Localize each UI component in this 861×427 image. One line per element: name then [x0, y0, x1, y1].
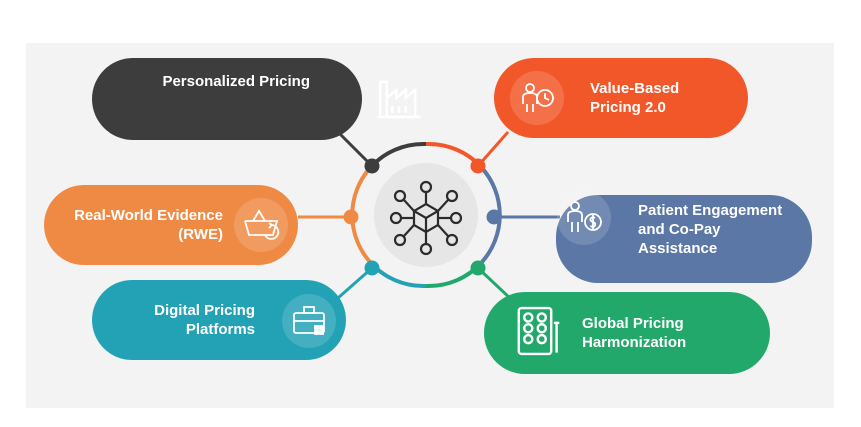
factory-icon [373, 72, 427, 126]
dot-green [470, 260, 486, 276]
spoke-green [476, 266, 514, 302]
spoke-teal [337, 266, 373, 300]
dot-teal [364, 260, 380, 276]
pill-personalized-pricing: Personalized Pricing [92, 58, 421, 140]
pill-label: Patient Engagement and Co-Pay Assistance [638, 202, 783, 257]
pill-label: Value-Based Pricing 2.0 [590, 80, 680, 116]
briefcase-icon [282, 294, 336, 348]
pill-value-based-pricing: Value-Based Pricing 2.0 [494, 58, 748, 138]
person-dollar-icon [557, 191, 611, 245]
spoke-dark [334, 128, 374, 168]
pill-global-pricing-harmonization: Global Pricing Harmonization [484, 292, 770, 374]
dot-slate [486, 209, 502, 225]
spoke-orange-red [476, 131, 510, 167]
pill-label: Personalized Pricing [162, 73, 310, 90]
pill-tablet-icon [508, 304, 562, 358]
dot-dark [364, 158, 380, 174]
pill-label: Real-World Evidence (RWE) [74, 207, 223, 243]
pill-label: Digital Pricing Platforms [154, 302, 255, 338]
pill-real-world-evidence: Real-World Evidence (RWE) [44, 185, 298, 265]
network-cube-icon [389, 180, 463, 256]
pill-patient-engagement: Patient Engagement and Co-Pay Assistance [556, 191, 812, 283]
pill-label: Global Pricing Harmonization [582, 315, 687, 351]
person-clock-icon [510, 71, 564, 125]
dot-orange [343, 209, 359, 225]
basket-refresh-icon [234, 198, 288, 252]
hub-disk [374, 163, 478, 267]
pill-digital-pricing-platforms: Digital Pricing Platforms [92, 280, 346, 360]
dot-orange-red [470, 158, 486, 174]
